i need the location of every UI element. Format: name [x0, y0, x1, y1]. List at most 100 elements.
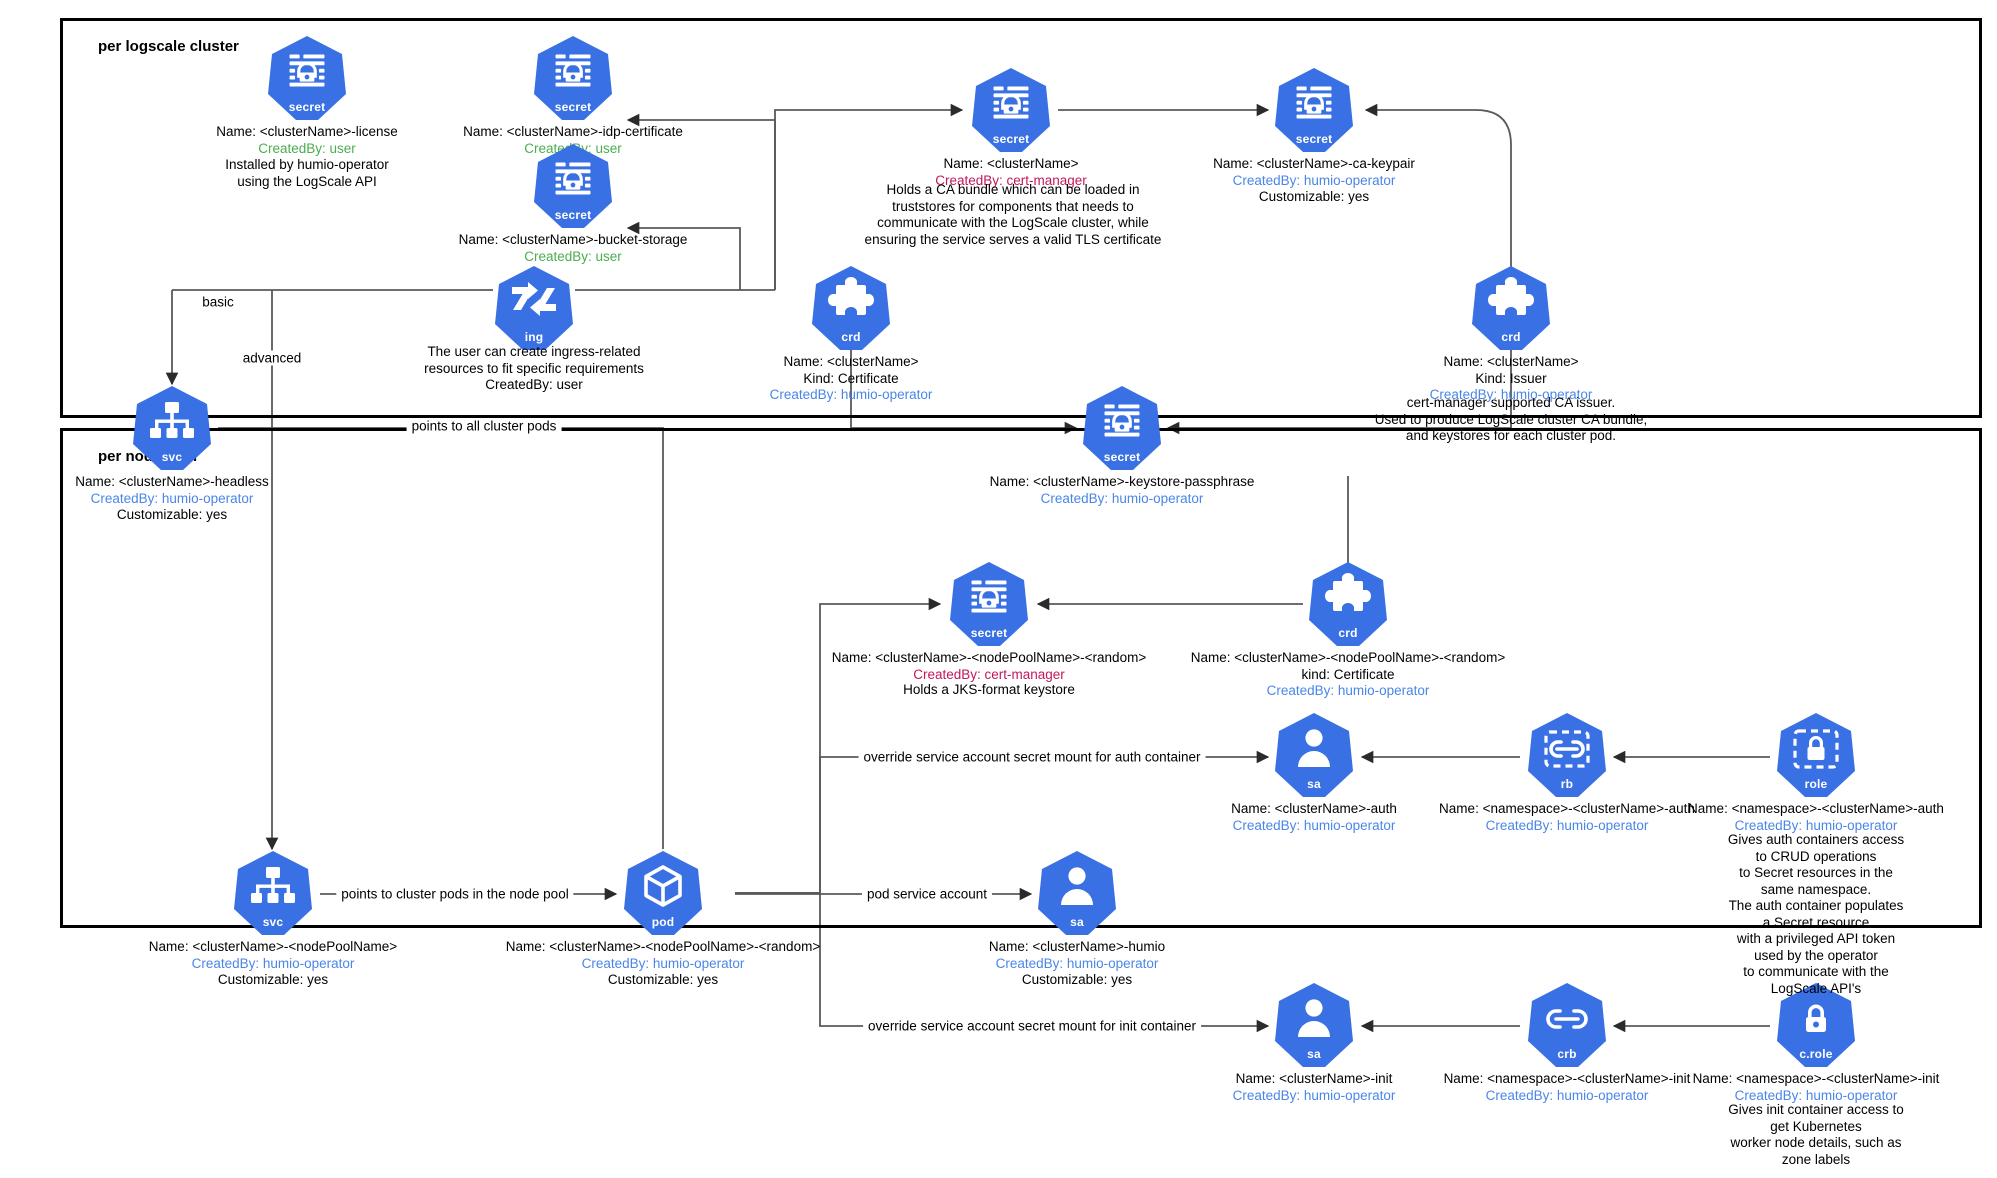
label-points-all-pods: points to all cluster pods — [406, 418, 562, 434]
caption-line: Name: <clusterName> — [943, 156, 1079, 171]
node-kind-label: sa — [1070, 915, 1084, 929]
caption-line: CreatedBy: humio-operator — [1429, 387, 1593, 402]
note-line: The auth container populates a Secret re… — [1728, 898, 1904, 930]
node-kind-label: rb — [1560, 777, 1574, 791]
caption-line: Name: <clusterName> — [1443, 354, 1579, 369]
note-init-role: Gives init container access to get Kuber… — [1726, 1102, 1907, 1168]
caption-line: Name: <clusterName>-humio — [988, 939, 1166, 954]
group-title-per-logscale-cluster: per logscale cluster — [98, 38, 239, 55]
note-jks: Holds a JKS-format keystore — [903, 682, 1075, 699]
caption-line: Name: <clusterName>-<nodePoolName> — [148, 939, 398, 954]
secret-icon: secret — [266, 34, 348, 122]
note-line: Gives init container access to get Kuber… — [1728, 1102, 1904, 1134]
crd-icon: crd — [810, 264, 892, 352]
note-line: communicate with the LogScale cluster, w… — [877, 215, 1149, 230]
label-points-nodepool-pods: points to cluster pods in the node pool — [336, 886, 574, 902]
clusterrole-icon: c.role — [1775, 981, 1857, 1069]
node-caption: Name: <clusterName>-<nodePoolName>-<rand… — [506, 939, 820, 989]
node-caption: Name: <clusterName>-<nodePoolName>Create… — [149, 939, 397, 989]
secret-icon: secret — [1273, 66, 1355, 154]
secret-icon: secret — [1081, 384, 1163, 472]
caption-line: Customizable: yes — [217, 972, 329, 987]
caption-line: CreatedBy: cert-manager — [913, 666, 1065, 682]
node-kind-label: secret — [554, 100, 592, 114]
caption-line: Name: <namespace>-<clusterName>-auth — [1439, 801, 1695, 816]
caption-line: Name: <clusterName>-bucket-storage — [458, 232, 688, 247]
caption-line: Customizable: yes — [116, 507, 228, 522]
note-line: truststores for components that needs to — [892, 198, 1134, 214]
caption-line: Customizable: yes — [1021, 972, 1133, 987]
caption-line: CreatedBy: humio-operator — [90, 490, 254, 506]
label-override-init: override service account secret mount fo… — [863, 1018, 1201, 1034]
secret-icon: secret — [532, 142, 614, 230]
pod-icon: pod — [622, 849, 704, 937]
caption-line: Name: <namespace>-<clusterName>-auth — [1688, 801, 1944, 816]
node-caption: Name: <clusterName>CreatedBy: cert-manag… — [935, 156, 1087, 189]
caption-line: CreatedBy: humio-operator — [1734, 817, 1898, 833]
node-kind-label: secret — [554, 208, 592, 222]
caption-line: Name: <namespace>-<clusterName>-init — [1692, 1071, 1940, 1086]
node-kind-label: svc — [262, 915, 284, 929]
group-per-logscale-cluster — [60, 18, 1982, 418]
label-pod-sa: pod service account — [861, 886, 993, 902]
note-line: Holds a CA bundle which can be loaded in — [886, 182, 1140, 197]
caption-line: Name: <clusterName>-license — [216, 124, 398, 139]
caption-line: CreatedBy: humio-operator — [1232, 1087, 1396, 1103]
node-kind-label: role — [1804, 777, 1828, 791]
service-icon: svc — [232, 849, 314, 937]
secret-icon: secret — [970, 66, 1052, 154]
note-line: resources to fit specific requirements — [424, 360, 644, 376]
caption-line: Customizable: yes — [1258, 189, 1370, 204]
caption-line: Name: <clusterName>-idp-certificate — [463, 124, 683, 139]
crd-icon: crd — [1307, 560, 1389, 648]
service-icon: svc — [131, 384, 213, 472]
caption-line: CreatedBy: humio-operator — [1485, 817, 1649, 833]
node-kind-label: crd — [841, 330, 861, 344]
note-line: Used to produce LogScale cluster CA bund… — [1374, 411, 1648, 427]
note-line: Gives auth containers access to CRUD ope… — [1727, 832, 1905, 864]
caption-line: Name: <clusterName>-<nodePoolName>-<rand… — [505, 939, 821, 954]
caption-line: Name: <clusterName> — [783, 354, 919, 369]
note-line: The user can create ingress-related — [427, 344, 641, 359]
note-line: using the LogScale API — [237, 173, 377, 189]
crd-icon: crd — [1470, 264, 1552, 352]
node-kind-label: crd — [1338, 626, 1358, 640]
caption-line: CreatedBy: humio-operator — [191, 955, 355, 971]
note-line: worker node details, such as zone labels — [1730, 1135, 1902, 1167]
caption-line: CreatedBy: humio-operator — [1734, 1087, 1898, 1103]
node-caption: Name: <clusterName>-<nodePoolName>-<rand… — [832, 650, 1146, 683]
note-line: with a privileged API token used by the … — [1736, 931, 1896, 963]
ingress-icon: ing — [493, 264, 575, 352]
label-override-auth: override service account secret mount fo… — [858, 749, 1206, 765]
note-line: and keystores for each cluster pod. — [1405, 428, 1617, 443]
secret-icon: secret — [948, 560, 1030, 648]
caption-line: Kind: Issuer — [1475, 370, 1547, 386]
clusterrolebinding-icon: crb — [1526, 981, 1608, 1069]
caption-line: Name: <clusterName>-<nodePoolName>-<rand… — [1190, 650, 1506, 665]
secret-icon: secret — [532, 34, 614, 122]
node-kind-label: c.role — [1799, 1047, 1833, 1061]
caption-line: CreatedBy: humio-operator — [581, 955, 745, 971]
note-line: Holds a JKS-format keystore — [903, 682, 1075, 697]
node-kind-label: secret — [970, 626, 1008, 640]
caption-line: Name: <clusterName>-init — [1235, 1071, 1393, 1086]
node-kind-label: crb — [1557, 1047, 1577, 1061]
caption-line: CreatedBy: user — [524, 248, 622, 264]
node-kind-label: secret — [288, 100, 326, 114]
caption-line: Kind: Certificate — [803, 370, 899, 386]
caption-line: CreatedBy: user — [258, 140, 356, 156]
